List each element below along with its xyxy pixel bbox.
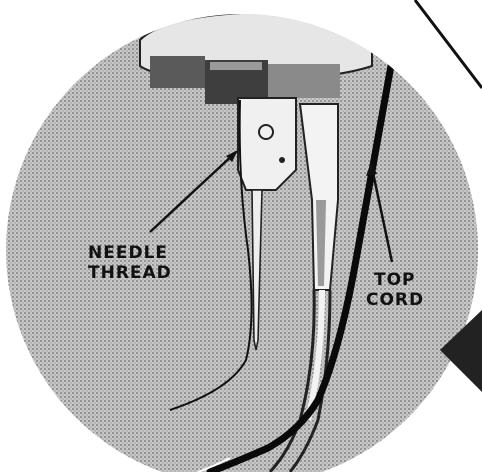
- needle-thread-label-line1: NEEDLE: [88, 243, 172, 263]
- needle-thread-label-line2: THREAD: [88, 263, 172, 283]
- needle-thread-label: NEEDLE THREAD: [88, 243, 172, 283]
- top-cord-label-line1: TOP: [366, 270, 424, 290]
- top-cord-label-line2: CORD: [366, 290, 424, 310]
- top-cord-label: TOP CORD: [366, 270, 424, 310]
- zoom-connector-line: [415, 0, 482, 88]
- needle-clamp: [238, 98, 296, 190]
